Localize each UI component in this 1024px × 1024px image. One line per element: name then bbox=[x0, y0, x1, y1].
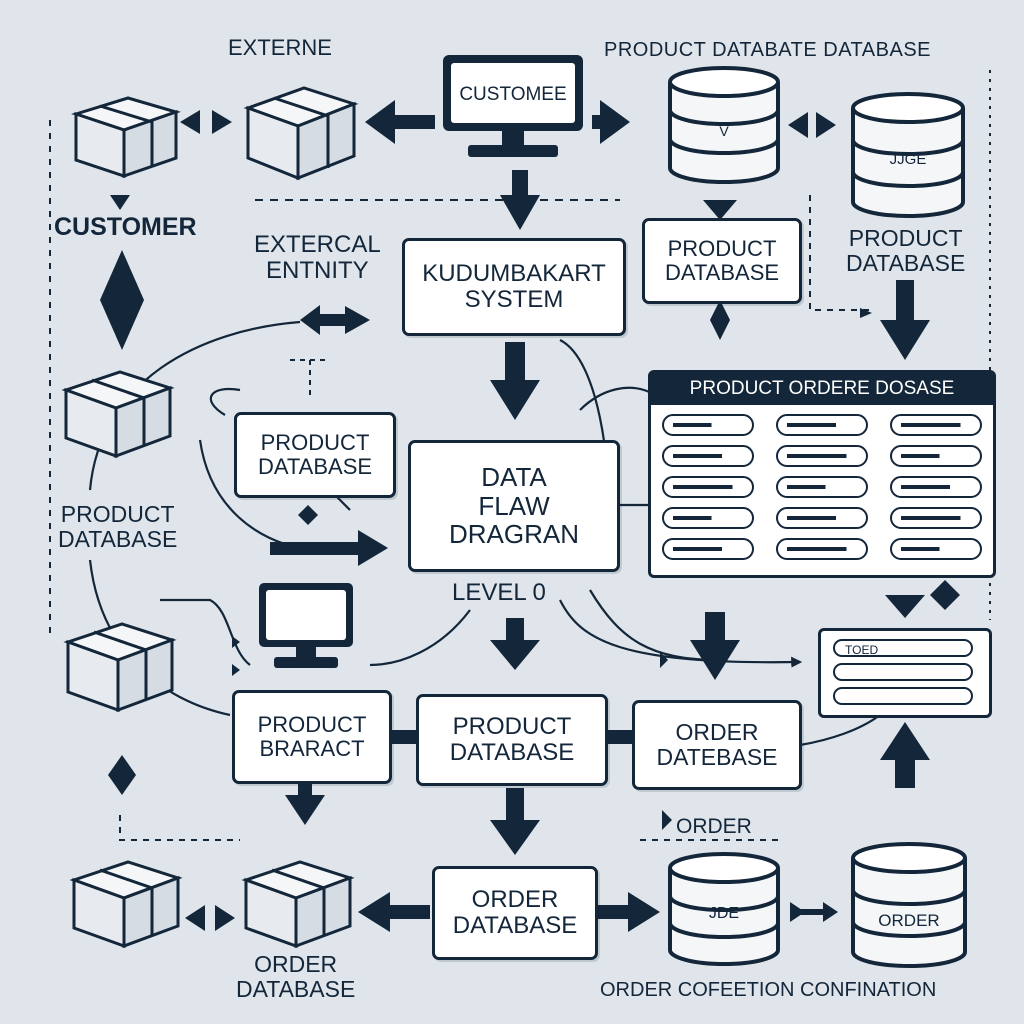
mini-list-row bbox=[833, 663, 973, 681]
panel-row-text-placeholder bbox=[787, 423, 836, 427]
package-icon bbox=[243, 86, 359, 181]
database-cylinder-icon: V bbox=[668, 66, 780, 184]
panel-row-text-placeholder bbox=[787, 485, 826, 489]
panel-row-text-placeholder bbox=[901, 454, 940, 458]
label-line: PRODUCT bbox=[848, 225, 963, 251]
monitor-icon bbox=[259, 583, 353, 668]
box-line: DRAGRAN bbox=[448, 519, 579, 550]
store-order-database-bottom: ORDER DATABASE bbox=[432, 866, 598, 960]
box-line: BRARACT bbox=[259, 736, 365, 761]
cylinder-label: ORDER bbox=[878, 911, 939, 930]
panel-title: PRODUCT ORDERE DOSASE bbox=[651, 373, 993, 405]
package-icon bbox=[69, 860, 183, 949]
dashed-boundary-lines bbox=[49, 70, 991, 841]
label-order-database-bottom: ORDER DATABASE bbox=[236, 952, 355, 1002]
arrow-heads bbox=[100, 100, 960, 932]
mini-list-row bbox=[833, 687, 973, 705]
box-line: DATABASE bbox=[664, 260, 780, 285]
box-line: DATA bbox=[481, 462, 547, 493]
panel-row-text-placeholder bbox=[901, 485, 950, 489]
store-product-bracket: PRODUCT BRARACT bbox=[232, 690, 392, 784]
package-icon bbox=[71, 96, 181, 179]
panel-row-text-placeholder bbox=[901, 423, 961, 427]
store-order-database-right: ORDER DATEBASE bbox=[632, 700, 802, 790]
cylinder-label: JJGE bbox=[890, 151, 927, 168]
panel-row-text-placeholder bbox=[673, 454, 722, 458]
database-cylinder-icon: JJGE bbox=[851, 92, 965, 218]
database-cylinder-icon: JDE bbox=[668, 852, 780, 966]
panel-grid bbox=[662, 414, 982, 560]
box-line: DATABASE bbox=[452, 912, 578, 939]
panel-row-text-placeholder bbox=[787, 547, 847, 551]
label-level: LEVEL 0 bbox=[452, 579, 546, 606]
monitor-screen-text: CUSTOMEE bbox=[459, 84, 566, 105]
package-icon bbox=[61, 370, 175, 459]
label-external-entity: EXTERCAL ENTNITY bbox=[254, 232, 381, 284]
curved-flow-lines bbox=[88, 320, 881, 747]
box-line: PRODUCT bbox=[260, 429, 370, 455]
panel-row-text-placeholder bbox=[787, 454, 847, 458]
box-line: DATEBASE bbox=[656, 744, 778, 770]
box-line: FLAW bbox=[478, 490, 550, 521]
store-product-database-upper: PRODUCT DATABASE bbox=[642, 218, 802, 304]
store-product-database-mid-left: PRODUCT DATABASE bbox=[234, 412, 396, 498]
package-icon bbox=[63, 622, 177, 713]
panel-row-text-placeholder bbox=[673, 423, 712, 427]
label-line: DATABASE bbox=[58, 525, 178, 552]
label-external-top: EXTERNE bbox=[228, 35, 332, 60]
box-line: KUDUMBAKART bbox=[422, 259, 606, 287]
box-line: ORDER bbox=[471, 885, 559, 913]
panel-row-text-placeholder bbox=[673, 485, 733, 489]
label-product-database-right: PRODUCT DATABASE bbox=[846, 226, 965, 276]
package-icon bbox=[241, 860, 355, 949]
panel-row-text-placeholder bbox=[673, 547, 722, 551]
label-order-confirmation: ORDER COFEETION CONFINATION bbox=[600, 979, 937, 1001]
process-data-flow-diagram: DATA FLAW DRAGRAN bbox=[408, 440, 620, 572]
label-line: ENTNITY bbox=[266, 256, 369, 284]
box-line: ORDER bbox=[675, 718, 759, 745]
box-line: PRODUCT bbox=[667, 235, 777, 261]
label-line: PRODUCT bbox=[60, 501, 175, 527]
box-line: SYSTEM bbox=[464, 286, 564, 313]
label-customer: CUSTOMER bbox=[54, 213, 197, 241]
label-line: DATABASE bbox=[236, 975, 356, 1002]
mini-list-row: TOED bbox=[833, 639, 973, 657]
product-orders-panel: PRODUCT ORDERE DOSASE bbox=[648, 370, 996, 578]
process-kudumbakart-system: KUDUMBAKART SYSTEM bbox=[402, 238, 626, 336]
box-line: DATABASE bbox=[257, 454, 373, 479]
cylinder-label: V bbox=[719, 123, 729, 139]
panel-row-text-placeholder bbox=[787, 516, 836, 520]
panel-row-text-placeholder bbox=[673, 516, 712, 520]
monitor-icon: CUSTOMEE bbox=[443, 55, 583, 157]
mini-list-panel: TOED bbox=[818, 628, 992, 718]
label-line: DATABASE bbox=[846, 249, 966, 276]
cylinder-label: JDE bbox=[709, 905, 739, 922]
panel-row-text-placeholder bbox=[901, 516, 961, 520]
label-product-database-top: PRODUCT DATABATE DATABASE bbox=[604, 39, 931, 61]
panel-row-text-placeholder bbox=[901, 547, 940, 551]
label-product-database-left: PRODUCT DATABASE bbox=[58, 502, 177, 552]
box-line: DATABASE bbox=[449, 739, 575, 766]
box-line: PRODUCT bbox=[257, 711, 367, 737]
box-line: PRODUCT bbox=[452, 712, 572, 740]
label-line: ORDER bbox=[254, 951, 338, 977]
label-line: EXTERCAL bbox=[254, 231, 381, 258]
store-product-database-center: PRODUCT DATABASE bbox=[416, 694, 608, 786]
label-order: ORDER bbox=[676, 815, 752, 838]
database-cylinder-icon: ORDER bbox=[851, 842, 967, 968]
